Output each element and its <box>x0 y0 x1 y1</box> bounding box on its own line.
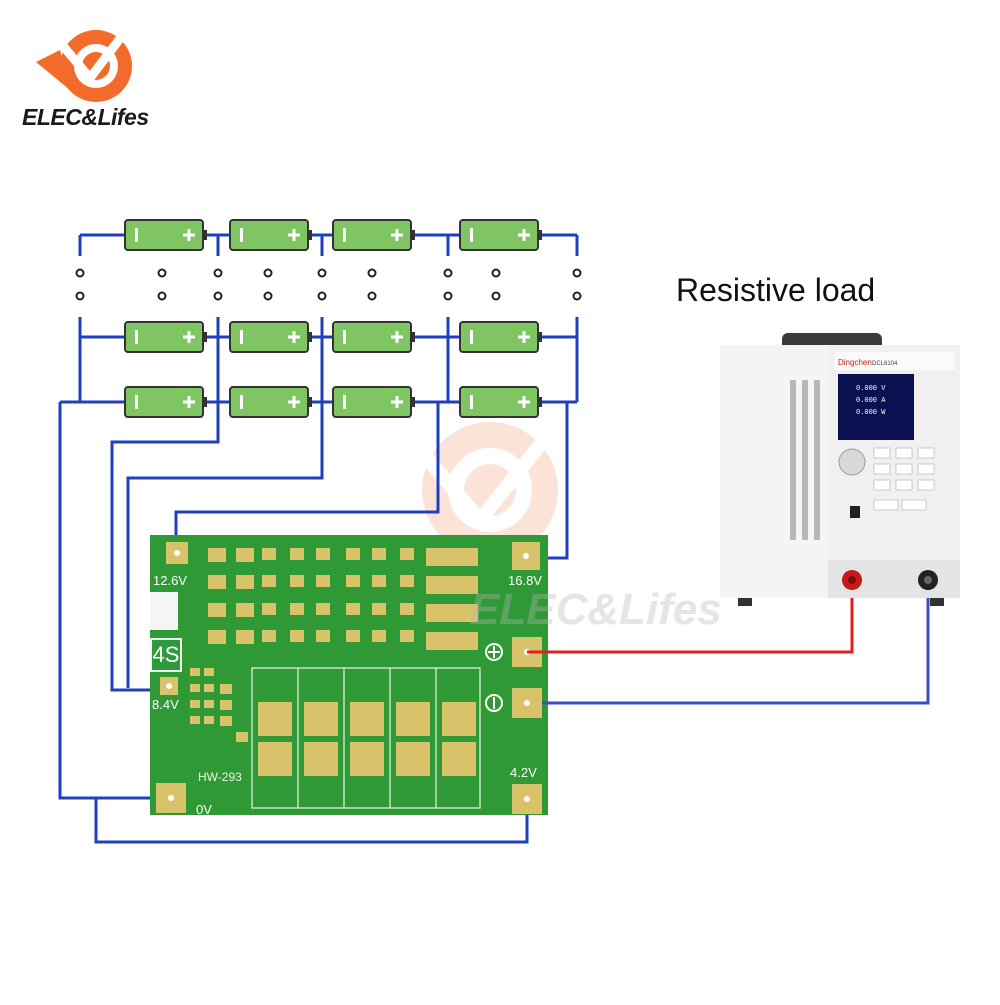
minus-icon <box>343 228 346 242</box>
battery-cell <box>124 219 207 251</box>
board-model: HW-293 <box>198 770 242 784</box>
battery-cell <box>229 321 312 353</box>
pin-12-6v-label: 12.6V <box>153 573 187 588</box>
plus-icon <box>292 396 296 408</box>
plus-icon <box>522 396 526 408</box>
plus-icon <box>395 396 399 408</box>
battery-cell <box>459 386 542 418</box>
minus-icon <box>240 395 243 409</box>
screen-power: 0.000 W <box>856 409 886 417</box>
ellipsis-dots <box>75 268 582 301</box>
minus-icon <box>135 330 138 344</box>
pin-8-4v-label: 8.4V <box>152 697 179 712</box>
screen-current: 0.000 A <box>856 397 886 405</box>
plus-icon <box>395 229 399 241</box>
pin-0v-label: 0V <box>196 802 212 817</box>
plus-icon <box>522 331 526 343</box>
load-title: Resistive load <box>676 272 876 308</box>
protection-board <box>150 535 548 815</box>
battery-cell <box>459 321 542 353</box>
brand-name: ELEC&Lifes <box>22 104 149 130</box>
battery-cell <box>229 386 312 418</box>
minus-icon <box>343 395 346 409</box>
battery-cell <box>332 386 415 418</box>
minus-icon <box>470 395 473 409</box>
series-tag: 4S <box>150 638 182 672</box>
battery-cell <box>332 321 415 353</box>
electronic-load: Dingchen DCL6104 0.000 V 0.000 A 0.000 W <box>720 333 960 606</box>
battery-cell <box>459 219 542 251</box>
plus-icon <box>292 331 296 343</box>
minus-icon <box>343 330 346 344</box>
plus-icon <box>187 331 191 343</box>
screen-voltage: 0.000 V <box>856 385 886 393</box>
battery-cells <box>124 219 542 418</box>
pin-4-2v-label: 4.2V <box>510 765 537 780</box>
pin-16-8v-label: 16.8V <box>508 573 542 588</box>
minus-icon <box>240 330 243 344</box>
watermark-text: ELEC&Lifes <box>470 585 722 634</box>
battery-cell <box>124 386 207 418</box>
plus-icon <box>187 229 191 241</box>
plus-icon <box>522 229 526 241</box>
watermark-logo <box>414 415 566 558</box>
minus-icon <box>135 395 138 409</box>
plus-icon <box>395 331 399 343</box>
brand-logo <box>36 23 133 102</box>
battery-cell <box>124 321 207 353</box>
minus-icon <box>470 228 473 242</box>
plus-icon <box>187 396 191 408</box>
minus-icon <box>470 330 473 344</box>
cell-wiring <box>58 233 579 844</box>
battery-cell <box>332 219 415 251</box>
device-model: DCL6104 <box>872 361 898 367</box>
battery-cell <box>229 219 312 251</box>
negative-lead <box>542 590 930 705</box>
plus-icon <box>292 229 296 241</box>
minus-icon <box>135 228 138 242</box>
minus-icon <box>240 228 243 242</box>
positive-lead <box>527 590 854 654</box>
device-brand: Dingchen <box>838 358 872 367</box>
